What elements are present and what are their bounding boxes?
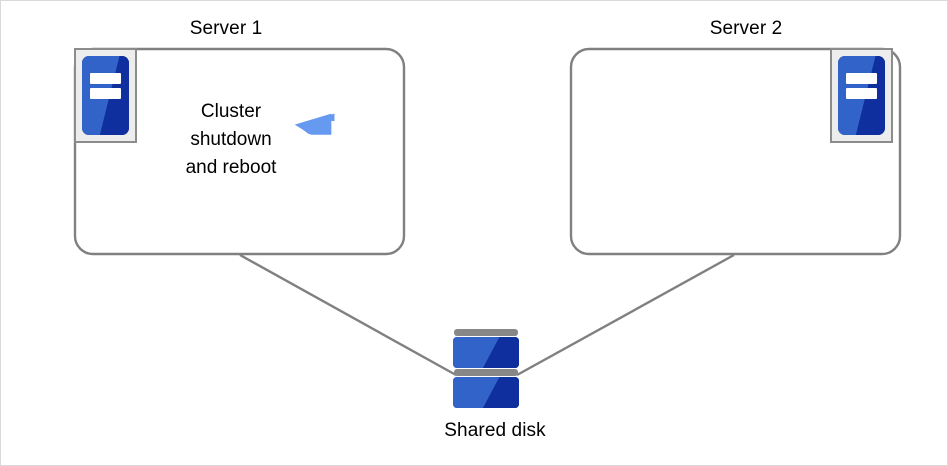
- server-icon: [830, 48, 893, 143]
- server-slot-bar-2: [89, 87, 122, 99]
- disk-platter-top: [453, 337, 519, 368]
- server1-box[interactable]: [73, 47, 406, 256]
- server-slot-bar-2: [845, 87, 878, 99]
- disk-platter-gloss: [453, 337, 519, 368]
- server-slot-bar-1: [89, 72, 122, 84]
- server-slot-bar-1: [845, 72, 878, 84]
- disk-platter-gloss: [453, 377, 519, 408]
- disk-platter-bottom: [453, 377, 519, 408]
- server-chassis: [838, 56, 885, 135]
- connector-server1-disk: [239, 253, 457, 377]
- server-icon: [74, 48, 137, 143]
- server1-body-line-2: shutdown: [190, 129, 272, 151]
- server2-box[interactable]: [569, 47, 902, 256]
- server2-label: Server 2: [709, 18, 783, 39]
- server1-label: Server 1: [189, 18, 263, 39]
- server1-body-line-3: and reboot: [185, 157, 277, 179]
- server1-body-text: Cluster shutdown and reboot: [171, 98, 291, 182]
- disk-stack-icon: [453, 329, 519, 411]
- server-chassis: [82, 56, 129, 135]
- shared-disk-label: Shared disk: [444, 420, 546, 441]
- disk-bar-middle: [454, 369, 518, 376]
- server1-body-line-1: Cluster: [200, 101, 262, 122]
- disk-bar-top: [454, 329, 518, 336]
- connector-server2-disk: [516, 253, 735, 377]
- reboot-icon: [294, 113, 356, 175]
